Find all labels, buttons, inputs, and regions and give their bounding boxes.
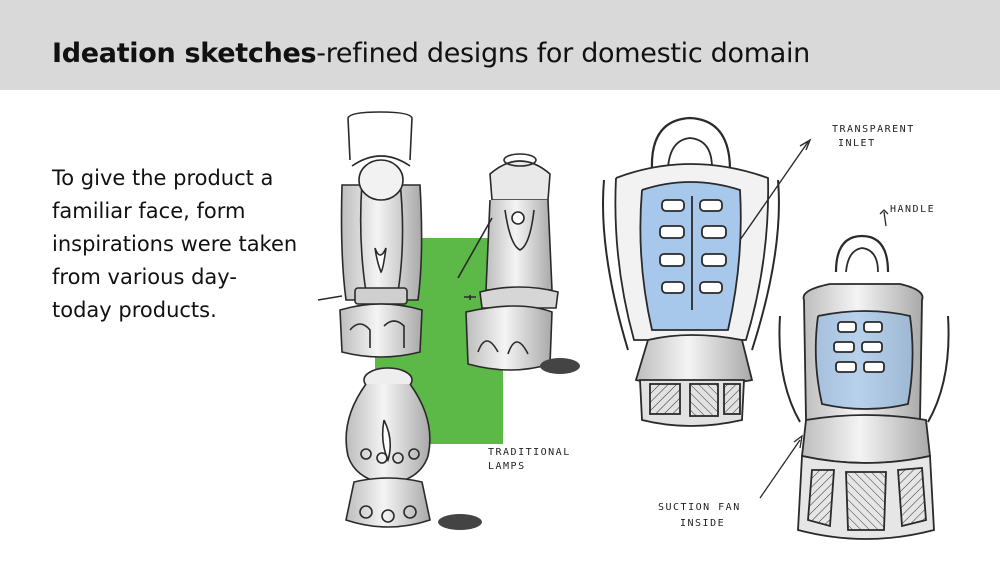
annotation-suction-fan-line1: SUCTION FAN	[658, 502, 741, 513]
lamp-sketches-illustration: TRANSPARENT INLET HANDLE TRADITIONAL LAM…	[317, 111, 950, 540]
annotation-traditional-lamps-line1: TRADITIONAL	[488, 447, 571, 458]
suction-fan-concept-sketch	[759, 209, 950, 540]
inlet-concept-sketch	[602, 116, 812, 427]
oil-lamp-sketch	[345, 367, 482, 530]
title-bar: Ideation sketches-refined designs for do…	[0, 0, 1000, 90]
annotation-handle: HANDLE	[890, 204, 935, 215]
annotation-traditional-lamps-line2: LAMPS	[488, 461, 526, 472]
slide-title-bold: Ideation sketches	[52, 38, 317, 69]
slide-body-text: To give the product a familiar face, for…	[52, 166, 298, 322]
slide-title: Ideation sketches-refined designs for do…	[52, 38, 810, 69]
pressure-lamp-sketch	[457, 153, 580, 374]
annotation-suction-fan-line2: INSIDE	[680, 518, 725, 529]
annotation-transparent-inlet-line1: TRANSPARENT	[832, 124, 915, 135]
annotation-transparent-inlet-line2: INLET	[838, 138, 876, 149]
slide-title-rest: -refined designs for domestic domain	[316, 38, 810, 69]
hurricane-lantern-sketch	[317, 111, 423, 358]
